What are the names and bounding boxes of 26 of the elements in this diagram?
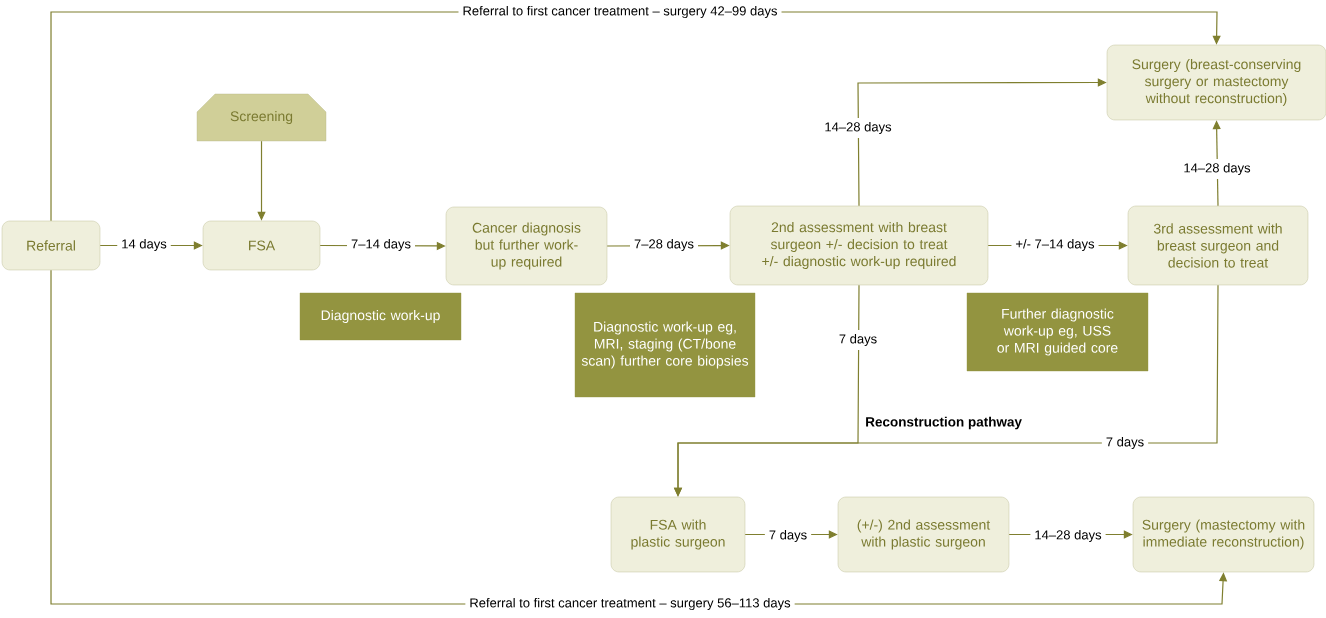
process-box: (+/-) 2nd assessment with plastic surgeon	[837, 496, 1010, 573]
process-box: FSA with plastic surgeon	[610, 496, 746, 573]
edge-label: 7 days	[834, 329, 882, 351]
activity-box: Diagnostic work-up eg, MRI, staging (CT/bone scan) further core biopsies	[574, 292, 756, 398]
activity-box: Diagnostic work-up	[299, 292, 462, 341]
process-box: Surgery (mastectomy with immediate reconstruction)	[1132, 496, 1315, 573]
process-box: Cancer diagnosis but further work-up required	[445, 206, 608, 286]
process-box: Referral	[1, 220, 101, 271]
edge-label: 7–28 days	[630, 234, 698, 256]
activity-box: Further diagnostic work-up eg, USS or MRI guided core	[966, 292, 1149, 372]
edge-label: 14–28 days	[820, 117, 896, 139]
edge-label: 7–14 days	[347, 234, 415, 256]
edge-label: 14 days	[117, 234, 171, 256]
process-box: FSA	[202, 220, 321, 271]
edge-label: 7 days	[1101, 432, 1149, 454]
process-box: 3rd assessment with breast surgeon and decision to treat	[1127, 205, 1309, 286]
process-box: Surgery (breast-conserving surgery or mastectomy without reconstruction)	[1106, 44, 1326, 121]
process-box: 2nd assessment with breast surgeon +/- decision to treat +/- diagnostic work-up required	[729, 205, 989, 286]
start-box: Screening	[196, 93, 327, 142]
edge-label: 7 days	[764, 525, 812, 547]
edge-label: Referral to first cancer treatment – surgery 42–99 days	[458, 1, 782, 23]
section-heading: Reconstruction pathway	[866, 416, 1022, 430]
edge-label: +/- 7–14 days	[1011, 234, 1099, 256]
edge-label: 14–28 days	[1179, 158, 1255, 180]
edge-label: Referral to first cancer treatment – surgery 56–113 days	[465, 593, 795, 615]
edge-label: 14–28 days	[1030, 525, 1106, 547]
